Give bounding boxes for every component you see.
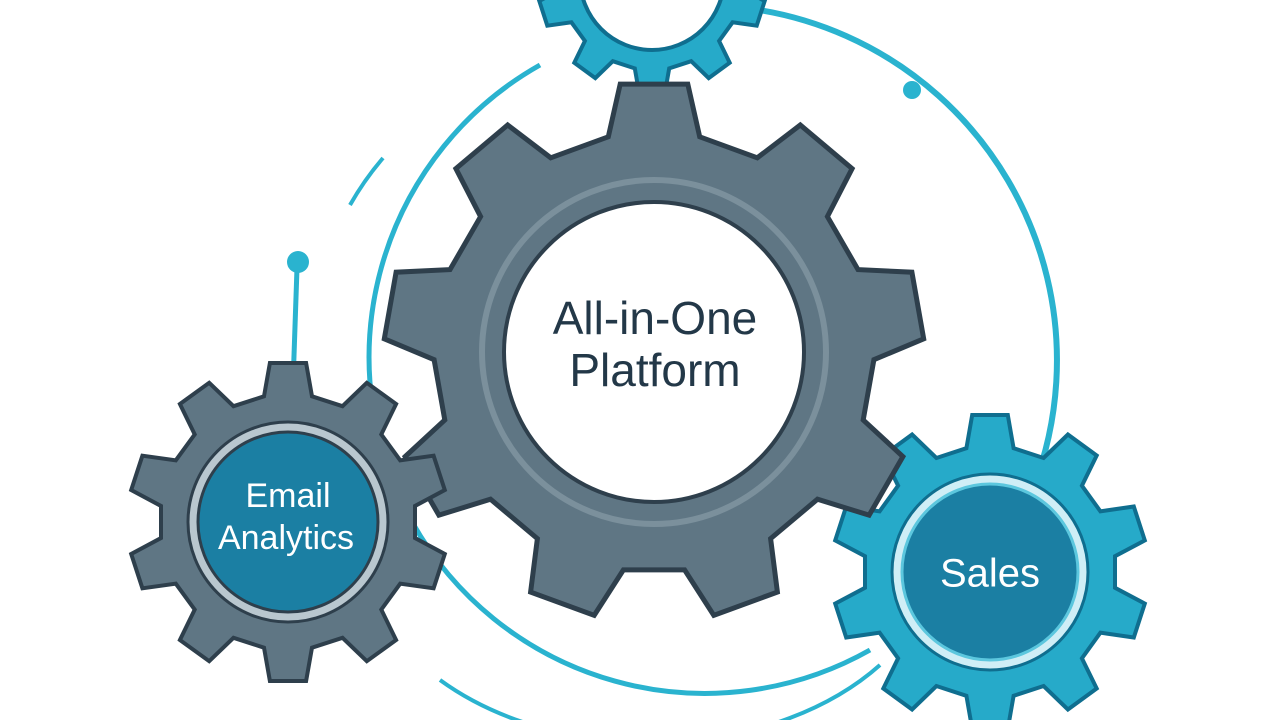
top-gear	[536, 0, 768, 95]
left-arc-segment	[348, 156, 385, 206]
left-gear-label-line2: Analytics	[218, 519, 354, 557]
ring-node-icon	[903, 81, 921, 99]
left-gear-label-line1: Email	[245, 477, 330, 515]
center-gear-label-line2: Platform	[569, 344, 740, 396]
right-gear: Sales	[832, 413, 1148, 720]
right-gear-face	[900, 482, 1080, 662]
center-gear-rim	[479, 177, 829, 527]
center-gear: All-in-One Platform	[381, 81, 927, 619]
lower-orbit-ring	[438, 663, 882, 720]
right-gear-label: Sales	[940, 552, 1040, 596]
top-gear-hub	[581, 0, 723, 52]
left-gear-face	[196, 430, 380, 614]
center-gear-face	[502, 200, 806, 504]
left-gear: Email Analytics	[128, 361, 448, 683]
connector-node-icon	[287, 251, 309, 273]
center-gear-label-line1: All-in-One	[553, 292, 758, 344]
